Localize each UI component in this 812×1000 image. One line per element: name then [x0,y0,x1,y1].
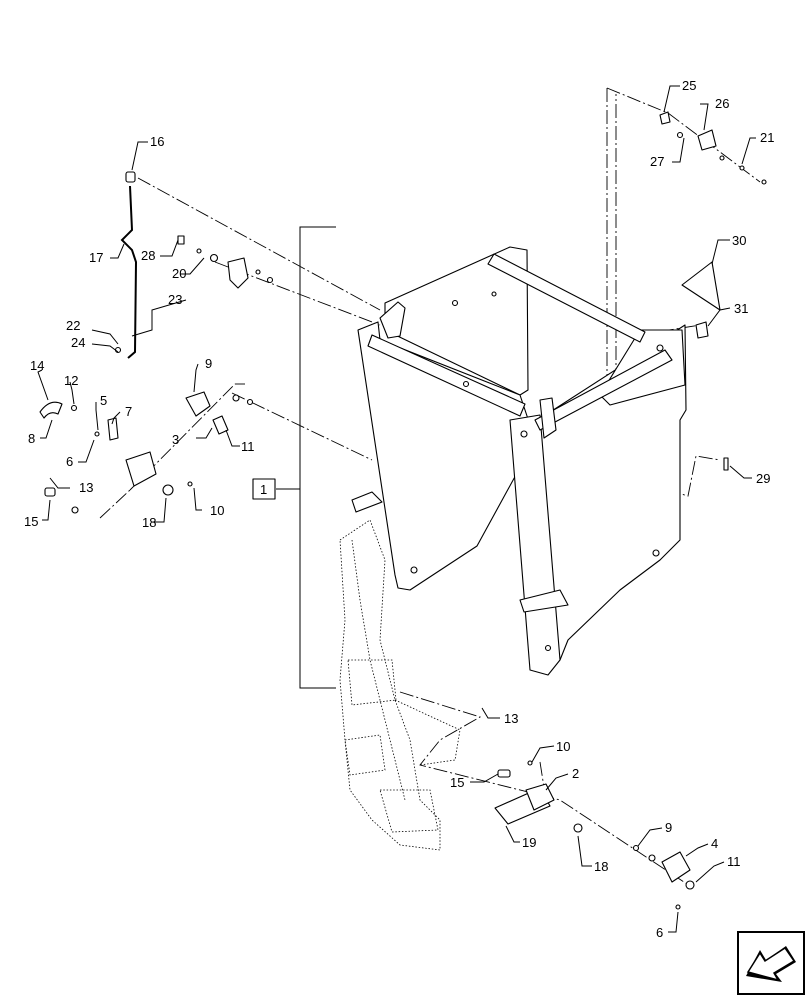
callout-20: 20 [172,266,186,281]
callout-30: 30 [732,233,746,248]
callout-7: 7 [125,404,132,419]
callout-labels: 1 16 17 28 20 23 22 24 14 12 5 7 8 6 9 3… [24,78,774,940]
callout-12: 12 [64,373,78,388]
lower-right-parts [494,760,695,910]
leader-lines [37,85,756,933]
callout-10-left: 10 [210,503,224,518]
callout-15-right: 15 [450,775,464,790]
frame-assembly [351,246,687,676]
callout-3: 3 [172,432,179,447]
callout-8: 8 [28,431,35,446]
callout-28: 28 [141,248,155,263]
callout-31: 31 [734,301,748,316]
upper-right-parts [659,111,767,471]
callout-26: 26 [715,96,729,111]
callout-10-right: 10 [556,739,570,754]
callout-1: 1 [260,482,267,497]
callout-1-box [252,478,276,500]
callout-14: 14 [30,358,44,373]
callout-6-right: 6 [656,925,663,940]
callout-4: 4 [711,836,718,851]
callout-25: 25 [682,78,696,93]
callout-24: 24 [71,335,85,350]
callout-11-right: 11 [727,854,741,869]
callout-17: 17 [89,250,103,265]
callout-9-left: 9 [205,356,212,371]
callout-29: 29 [756,471,770,486]
callout-27: 27 [650,154,664,169]
left-linkage-parts [39,171,274,514]
callout-13-right: 13 [504,711,518,726]
callout-13-left: 13 [79,480,93,495]
callout-9-right: 9 [665,820,672,835]
callout-5: 5 [100,393,107,408]
callout-18-right: 18 [594,859,608,874]
callout-23: 23 [168,292,182,307]
callout-2: 2 [572,766,579,781]
phantom-machine-outline [339,519,461,851]
callout-11-left: 11 [241,439,255,454]
callout-16: 16 [150,134,164,149]
callout-15-left: 15 [24,514,38,529]
callout-18-left: 18 [142,515,156,530]
assembly-bracket [276,226,336,689]
callout-22: 22 [66,318,80,333]
callout-21: 21 [760,130,774,145]
arrow-left-icon[interactable] [737,931,805,995]
callout-19: 19 [522,835,536,850]
callout-6-left: 6 [66,454,73,469]
